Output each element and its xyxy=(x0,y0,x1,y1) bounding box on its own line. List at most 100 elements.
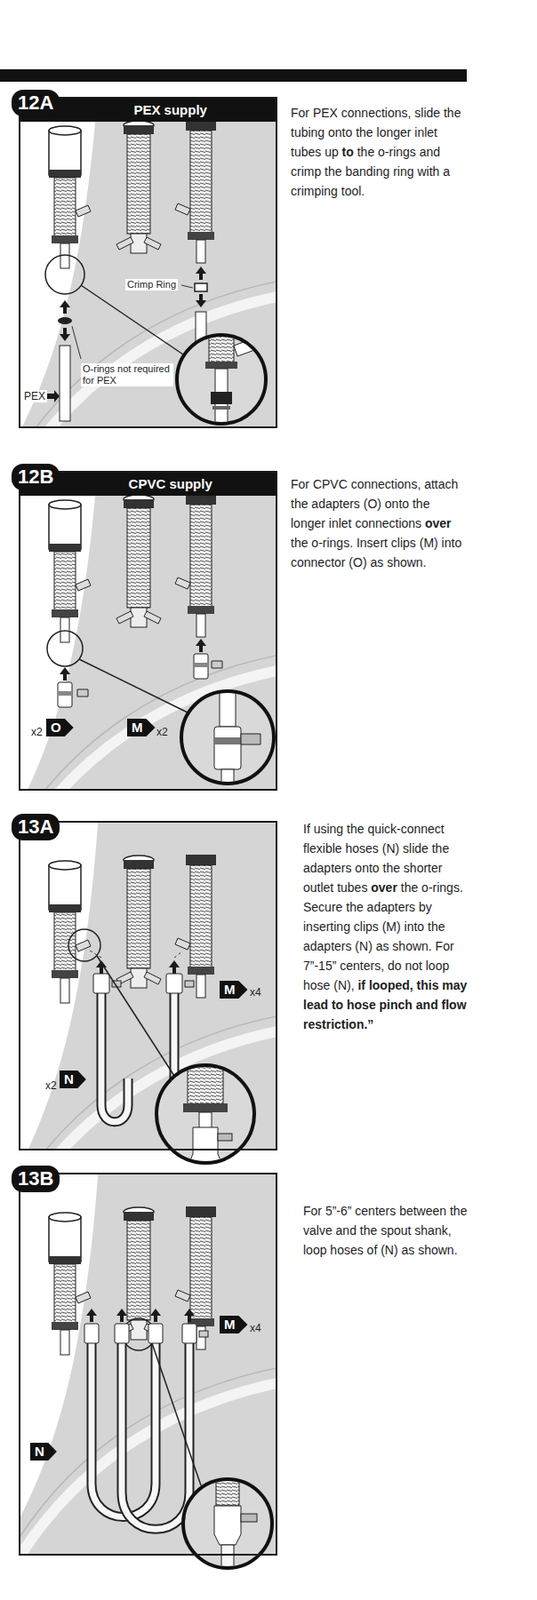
instruction-text: For PEX connections, slide the tubing on… xyxy=(290,103,465,201)
step-number: 12B xyxy=(11,464,60,491)
loop-illustration-part-part xyxy=(84,1324,99,1345)
hose-illustration-part-part xyxy=(68,929,101,962)
cpvc-illustration-part-part xyxy=(59,667,71,682)
hose-illustration-part-part xyxy=(183,1104,228,1114)
hose-illustration-part-part xyxy=(166,974,183,994)
part-tag: M xyxy=(219,981,249,1000)
loop-illustration-part-part xyxy=(216,1480,240,1507)
cpvc-illustration-part-part xyxy=(240,734,261,746)
faucet-valves xyxy=(18,821,278,1152)
faucet-valves xyxy=(18,1173,278,1557)
hose-illustration-part-part xyxy=(168,961,180,975)
pex-illustration-part-part xyxy=(205,361,238,369)
step-number: 13A xyxy=(11,814,60,842)
pex-illustration xyxy=(9,77,286,513)
loop-illustration-part-part xyxy=(116,1309,128,1323)
hose-illustration-part-part xyxy=(187,1063,224,1107)
loop-illustration xyxy=(9,1164,286,1600)
hose-illustration-part-part xyxy=(184,981,194,988)
quantity-label: x2 xyxy=(155,726,169,739)
loop-illustration-part-part xyxy=(214,1506,241,1547)
instruction-line: the o-rings. Insert clips (M) into conne… xyxy=(290,536,462,570)
loop-illustration-part-part xyxy=(182,1324,197,1345)
hose-illustration-part-part xyxy=(217,1134,233,1142)
pex-illustration-part-part xyxy=(195,294,207,308)
hose-illustration-part-part xyxy=(174,952,183,959)
cpvc-illustration-part-part xyxy=(193,654,209,680)
cpvc-illustration-part-part xyxy=(77,689,89,698)
instruction-text: For CPVC connections, attach the adapter… xyxy=(290,474,465,573)
hose-illustration-part-part xyxy=(89,951,102,959)
step-number: 12A xyxy=(11,89,60,117)
loop-illustration-part-part xyxy=(199,1331,209,1339)
pex-illustration-part-part xyxy=(181,285,193,289)
hose-illustration-part xyxy=(18,821,278,1152)
faucet-valves xyxy=(18,96,278,429)
quantity-label: x2 xyxy=(30,726,44,739)
step-panel: 12BCPVC supply xyxy=(18,471,278,792)
hose-illustration-part-part xyxy=(101,993,129,1123)
cpvc-illustration-part-part xyxy=(47,631,83,667)
pex-illustration-part-part xyxy=(194,283,208,292)
part-tag: M xyxy=(219,1316,249,1335)
instruction-line: For 5”-6” centers between the valve and … xyxy=(303,1204,467,1259)
emphasis-text: over xyxy=(370,881,398,896)
step-panel: 13B xyxy=(18,1173,278,1557)
cpvc-illustration-part-part xyxy=(193,663,209,668)
hose-illustration-part-part xyxy=(152,1061,259,1169)
loop-illustration-part-part xyxy=(178,1475,277,1574)
pex-illustration-part-part xyxy=(195,266,207,281)
loop-illustration-part-part xyxy=(148,1324,163,1345)
step-number: 13B xyxy=(11,1166,60,1194)
cpvc-illustration-part-part xyxy=(214,727,241,770)
pex-illustration-part-part xyxy=(59,345,71,422)
header-rule xyxy=(0,69,467,82)
instruction-text: For 5”-6” centers between the valve and … xyxy=(303,1202,468,1261)
quantity-label: x2 xyxy=(44,1080,58,1093)
pex-illustration-part xyxy=(176,335,266,425)
loop-illustration-part-part xyxy=(240,1514,257,1523)
cpvc-illustration-part-part xyxy=(57,691,73,697)
loop-illustration-part-part xyxy=(184,1309,195,1323)
pex-illustration-part-part xyxy=(72,326,81,360)
cpvc-illustration-part-part xyxy=(214,737,241,746)
instruction-line: the o-rings. Secure the adapters by inse… xyxy=(303,881,464,994)
quantity-label: x4 xyxy=(248,1322,263,1336)
cpvc-illustration-part-part xyxy=(195,639,207,653)
pex-illustration-part-part xyxy=(80,285,184,355)
instruction-text: If using the quick-connect flexible hose… xyxy=(303,819,468,1035)
part-tag: O xyxy=(46,719,74,738)
hose-illustration-part xyxy=(156,1065,255,1164)
part-tag: N xyxy=(30,1443,57,1462)
loop-illustration-part-part xyxy=(121,1344,190,1531)
part-label: Crimp Ring xyxy=(125,279,178,291)
note-label: O-rings not required for PEX xyxy=(80,363,174,387)
pex-illustration-part-part xyxy=(47,390,60,403)
cpvc-illustration-part xyxy=(18,471,278,792)
pex-illustration-part-part xyxy=(210,392,233,405)
cpvc-illustration-part xyxy=(178,689,277,797)
cpvc-illustration-part-part xyxy=(57,682,73,708)
quantity-label: x4 xyxy=(248,986,263,1000)
cpvc-illustration-part-part xyxy=(211,661,223,669)
emphasis-text: to xyxy=(342,144,354,160)
part-tag: N xyxy=(59,1071,87,1090)
hose-illustration-part-part xyxy=(93,974,110,994)
loop-illustration-part xyxy=(178,1475,277,1574)
pex-illustration-part-part xyxy=(212,406,231,410)
cpvc-illustration-part xyxy=(181,691,274,785)
loop-illustration-part-part xyxy=(150,1309,161,1323)
pex-illustration-part xyxy=(18,96,278,429)
emphasis-text: over xyxy=(424,516,452,531)
hose-illustration-part-part xyxy=(96,956,175,1077)
loop-illustration-part-part xyxy=(152,1344,201,1487)
loop-illustration-part xyxy=(18,1173,278,1557)
loop-illustration-part-part xyxy=(114,1324,129,1345)
pex-illustration-part-part xyxy=(59,300,71,314)
faucet-valves xyxy=(18,471,278,792)
pex-illustration-part-part xyxy=(57,317,73,325)
part-tag: M xyxy=(127,719,156,738)
cpvc-illustration-part-part xyxy=(79,659,188,714)
